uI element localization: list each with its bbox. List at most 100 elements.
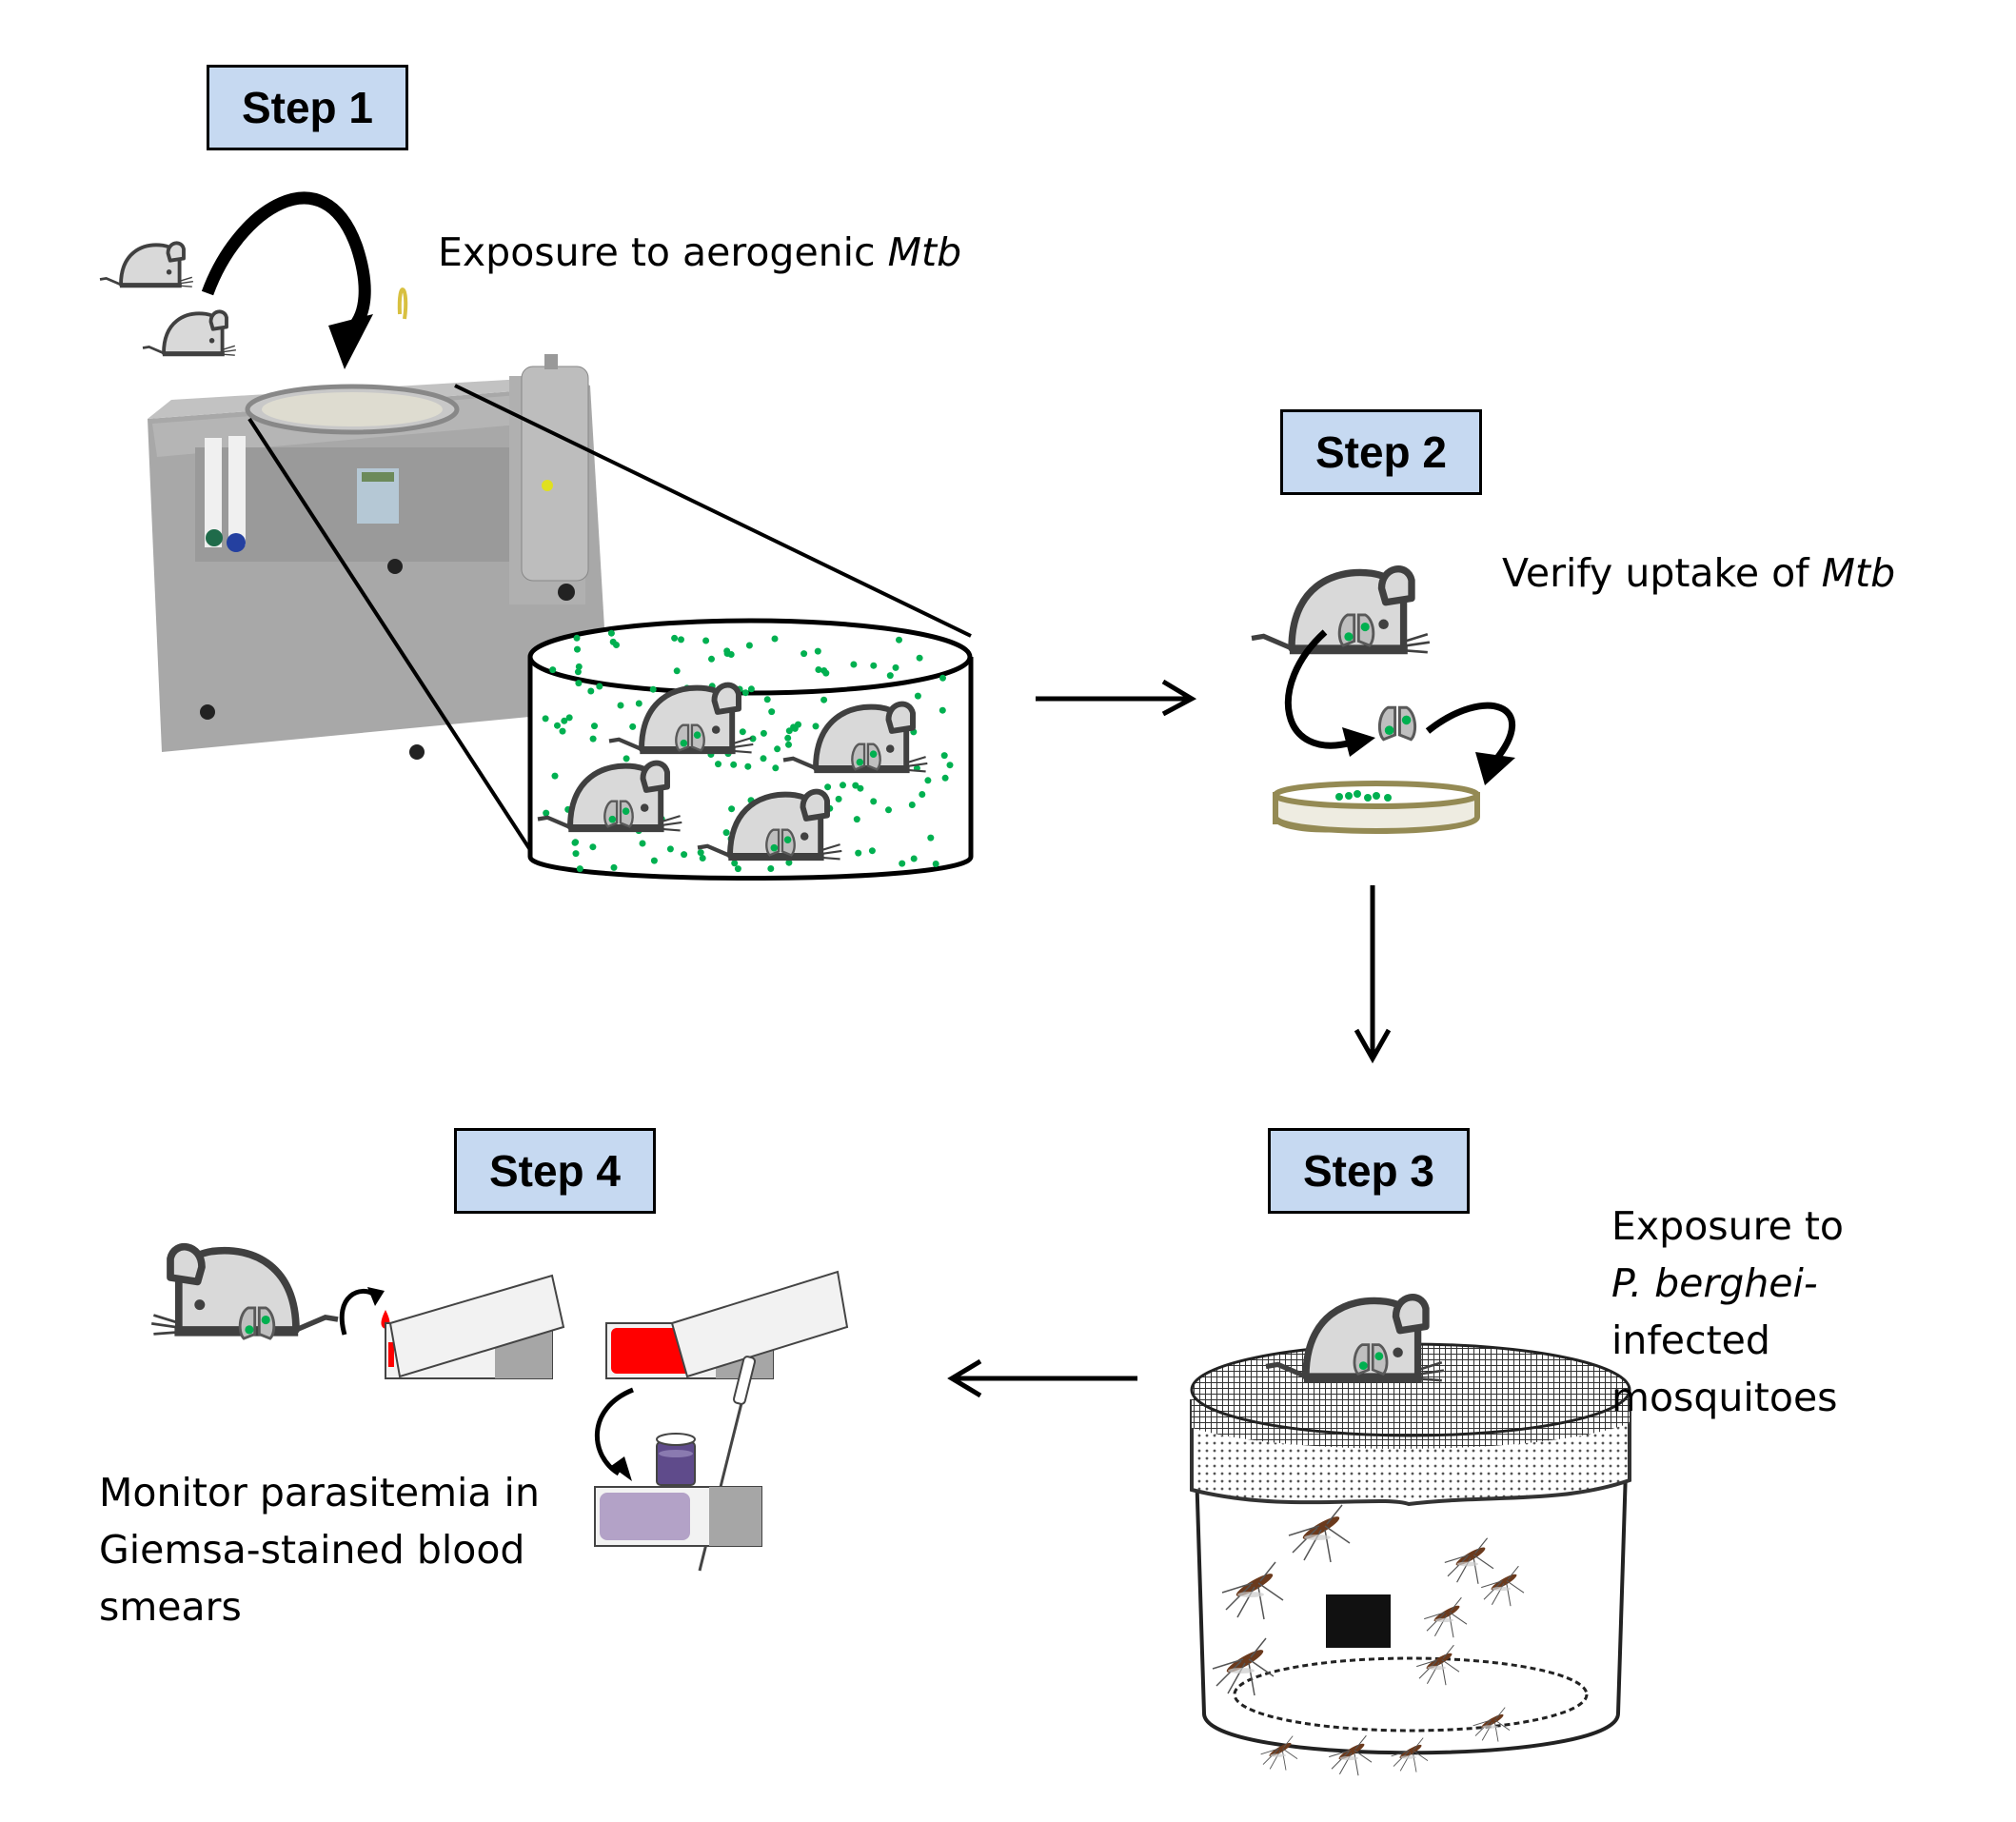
mtb-particle xyxy=(855,849,862,857)
mtb-particle xyxy=(771,635,779,643)
mtb-particle xyxy=(795,721,801,728)
mtb-particle xyxy=(927,834,935,842)
mtb-particle xyxy=(916,654,923,662)
mtb-particle xyxy=(747,685,755,693)
mtb-particle xyxy=(835,795,842,802)
mtb-particle xyxy=(870,798,878,805)
mouse-icon xyxy=(1252,569,1430,653)
mtb-particle xyxy=(734,865,741,873)
step-1-box: Step 1 xyxy=(207,65,408,150)
mtb-particle xyxy=(741,689,749,697)
mtb-particle xyxy=(812,723,820,730)
mtb-particle xyxy=(857,784,864,792)
mtb-particle xyxy=(607,629,615,637)
mtb-particle xyxy=(886,672,894,680)
mosquito-cage-icon xyxy=(1190,1342,1631,1776)
mtb-particle xyxy=(554,722,561,729)
mtb-particle xyxy=(666,845,674,853)
mtb-particle xyxy=(587,687,595,695)
mtb-particle xyxy=(671,634,679,642)
mtb-particle xyxy=(623,755,630,762)
mtb-particle xyxy=(744,762,752,770)
mtb-particle xyxy=(868,847,876,855)
glass-slide-icon xyxy=(385,1274,565,1379)
mtb-particle xyxy=(551,772,559,780)
step-4-label: Step 4 xyxy=(488,1146,622,1196)
mtb-particle xyxy=(610,863,618,871)
mtb-particle xyxy=(774,745,781,753)
mtb-particle xyxy=(559,727,566,735)
lungs-icon xyxy=(1377,705,1417,742)
mtb-particle xyxy=(870,662,878,669)
mtb-particle xyxy=(763,696,771,703)
zoom-lines xyxy=(247,384,972,863)
mtb-particle xyxy=(785,741,792,748)
curved-arrow-icon xyxy=(595,1387,634,1481)
step-4-caption: Monitor parasitemia in Giemsa-stained bl… xyxy=(99,1470,540,1630)
mtb-particle xyxy=(731,860,739,867)
mtb-particle xyxy=(914,692,921,700)
mtb-particle xyxy=(941,774,949,782)
mtb-particle xyxy=(609,638,617,645)
aerosol-cylinder-icon xyxy=(527,618,974,881)
mtb-particle xyxy=(591,723,598,730)
mtb-particle xyxy=(673,667,681,675)
mtb-particle xyxy=(635,700,642,707)
mtb-particle xyxy=(708,655,715,663)
mtb-particle xyxy=(768,708,776,716)
mtb-particle xyxy=(574,645,581,653)
glass-slide-icon xyxy=(594,1486,762,1547)
mtb-particle xyxy=(908,802,916,808)
mtb-particle xyxy=(589,735,597,743)
mtb-particle xyxy=(850,661,858,668)
mtb-particle xyxy=(728,805,736,813)
mtb-particle xyxy=(542,715,549,723)
mtb-particle xyxy=(723,650,731,657)
step-1-label: Step 1 xyxy=(241,83,374,132)
aerosol-chamber-icon xyxy=(148,287,609,760)
mtb-particle xyxy=(924,777,932,784)
mtb-particle xyxy=(572,850,580,858)
mtb-particle xyxy=(815,666,822,673)
mtb-particle xyxy=(896,636,902,644)
mouse-icon xyxy=(100,243,193,287)
mtb-particle xyxy=(730,761,738,768)
arrow-down-icon xyxy=(1354,885,1392,1064)
mtb-particle xyxy=(650,857,658,864)
mtb-particle xyxy=(824,783,832,791)
mtb-particle xyxy=(820,696,828,703)
mtb-particle xyxy=(853,816,860,823)
mtb-particle xyxy=(589,843,597,851)
arrow-right-icon xyxy=(1036,679,1197,717)
mouse-icon xyxy=(143,311,236,355)
mtb-particle xyxy=(571,839,579,846)
mtb-particle xyxy=(760,729,767,737)
step-2-label: Step 2 xyxy=(1314,427,1448,477)
mtb-particle xyxy=(629,723,637,730)
arrow-left-icon xyxy=(947,1358,1137,1398)
mtb-particle xyxy=(910,855,918,862)
mtb-particle xyxy=(678,636,684,644)
mtb-particle xyxy=(617,702,624,709)
mtb-particle xyxy=(681,851,688,859)
mtb-particle xyxy=(561,717,568,724)
mtb-particle xyxy=(899,860,906,867)
petri-dish-icon xyxy=(1273,781,1480,834)
mtb-particle xyxy=(800,650,808,658)
glass-slide-icon xyxy=(605,1270,849,1379)
mtb-particle xyxy=(822,669,830,677)
mtb-particle xyxy=(785,859,793,866)
curved-arrow-icon xyxy=(339,1287,385,1336)
curved-arrow-icon xyxy=(1284,629,1375,757)
mtb-particle xyxy=(543,809,550,817)
mtb-particle xyxy=(573,634,581,642)
step-3-caption: Exposure to P. berghei- infected mosquit… xyxy=(1611,1203,1844,1420)
mtb-particle xyxy=(892,663,899,671)
mtb-particle xyxy=(565,714,573,722)
mtb-particle xyxy=(919,791,926,798)
beaker-icon xyxy=(656,1433,696,1486)
step-2-box: Step 2 xyxy=(1280,409,1482,495)
mtb-particle xyxy=(549,666,557,674)
mtb-particle xyxy=(639,840,646,847)
mtb-particle xyxy=(939,706,946,714)
